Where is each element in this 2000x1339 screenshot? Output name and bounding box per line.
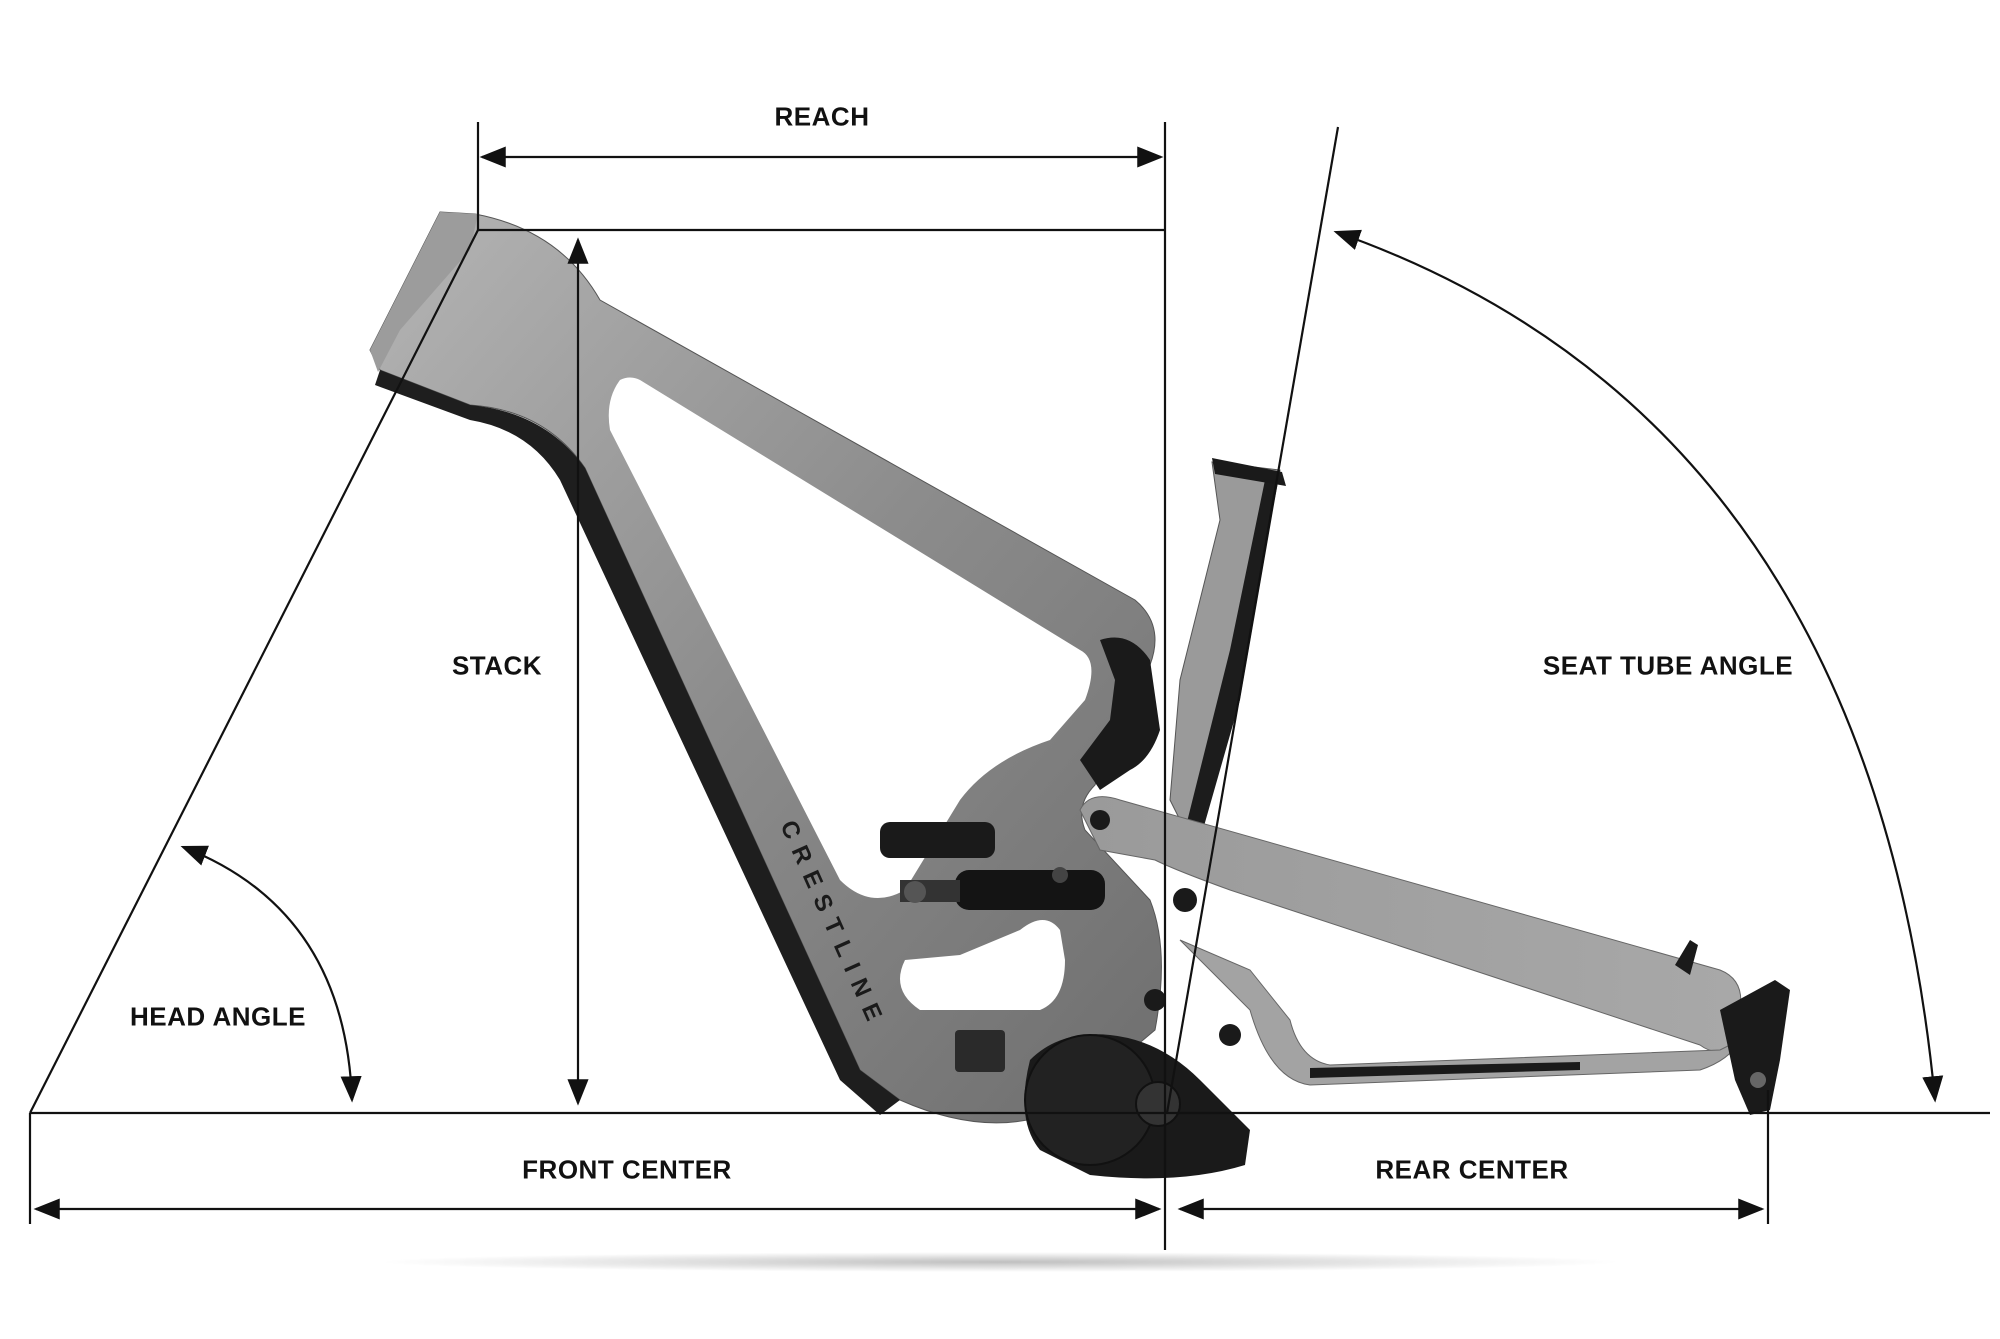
rear-shock — [880, 822, 1105, 910]
seat-tube-dark — [1185, 470, 1280, 840]
rear-center-label: REAR CENTER — [1375, 1154, 1569, 1185]
seat-tube-axis — [1165, 126, 1340, 1114]
frame-window — [608, 377, 1092, 898]
reach-label: REACH — [774, 101, 870, 132]
head-angle-label: HEAD ANGLE — [130, 1001, 306, 1032]
pivot-lower — [1144, 989, 1166, 1011]
pivot-chainstay — [1219, 1024, 1241, 1046]
seat-clamp — [1212, 458, 1286, 486]
ground-shadow — [380, 1252, 1620, 1272]
head-tube — [370, 212, 478, 372]
head-angle-arc — [180, 845, 362, 1103]
frame-window-lower — [900, 920, 1065, 1010]
front-center-label: FRONT CENTER — [522, 1154, 732, 1185]
seat-stay — [1079, 796, 1742, 1052]
stack-label: STACK — [451, 650, 543, 681]
drive-motor — [955, 1030, 1250, 1179]
pivot-main — [1090, 810, 1110, 830]
seat-tube-angle-label: SEAT TUBE ANGLE — [1542, 650, 1794, 681]
pivot-rear — [1173, 888, 1197, 912]
measurement-lines — [28, 122, 1990, 1250]
head-axis-line — [29, 229, 479, 1114]
bike-frame: CRESTLINE — [369, 211, 1790, 1179]
rocker-link — [1080, 637, 1160, 790]
dropout-axle — [1750, 1072, 1766, 1088]
seat-tube-angle-arc — [1333, 229, 1944, 1103]
